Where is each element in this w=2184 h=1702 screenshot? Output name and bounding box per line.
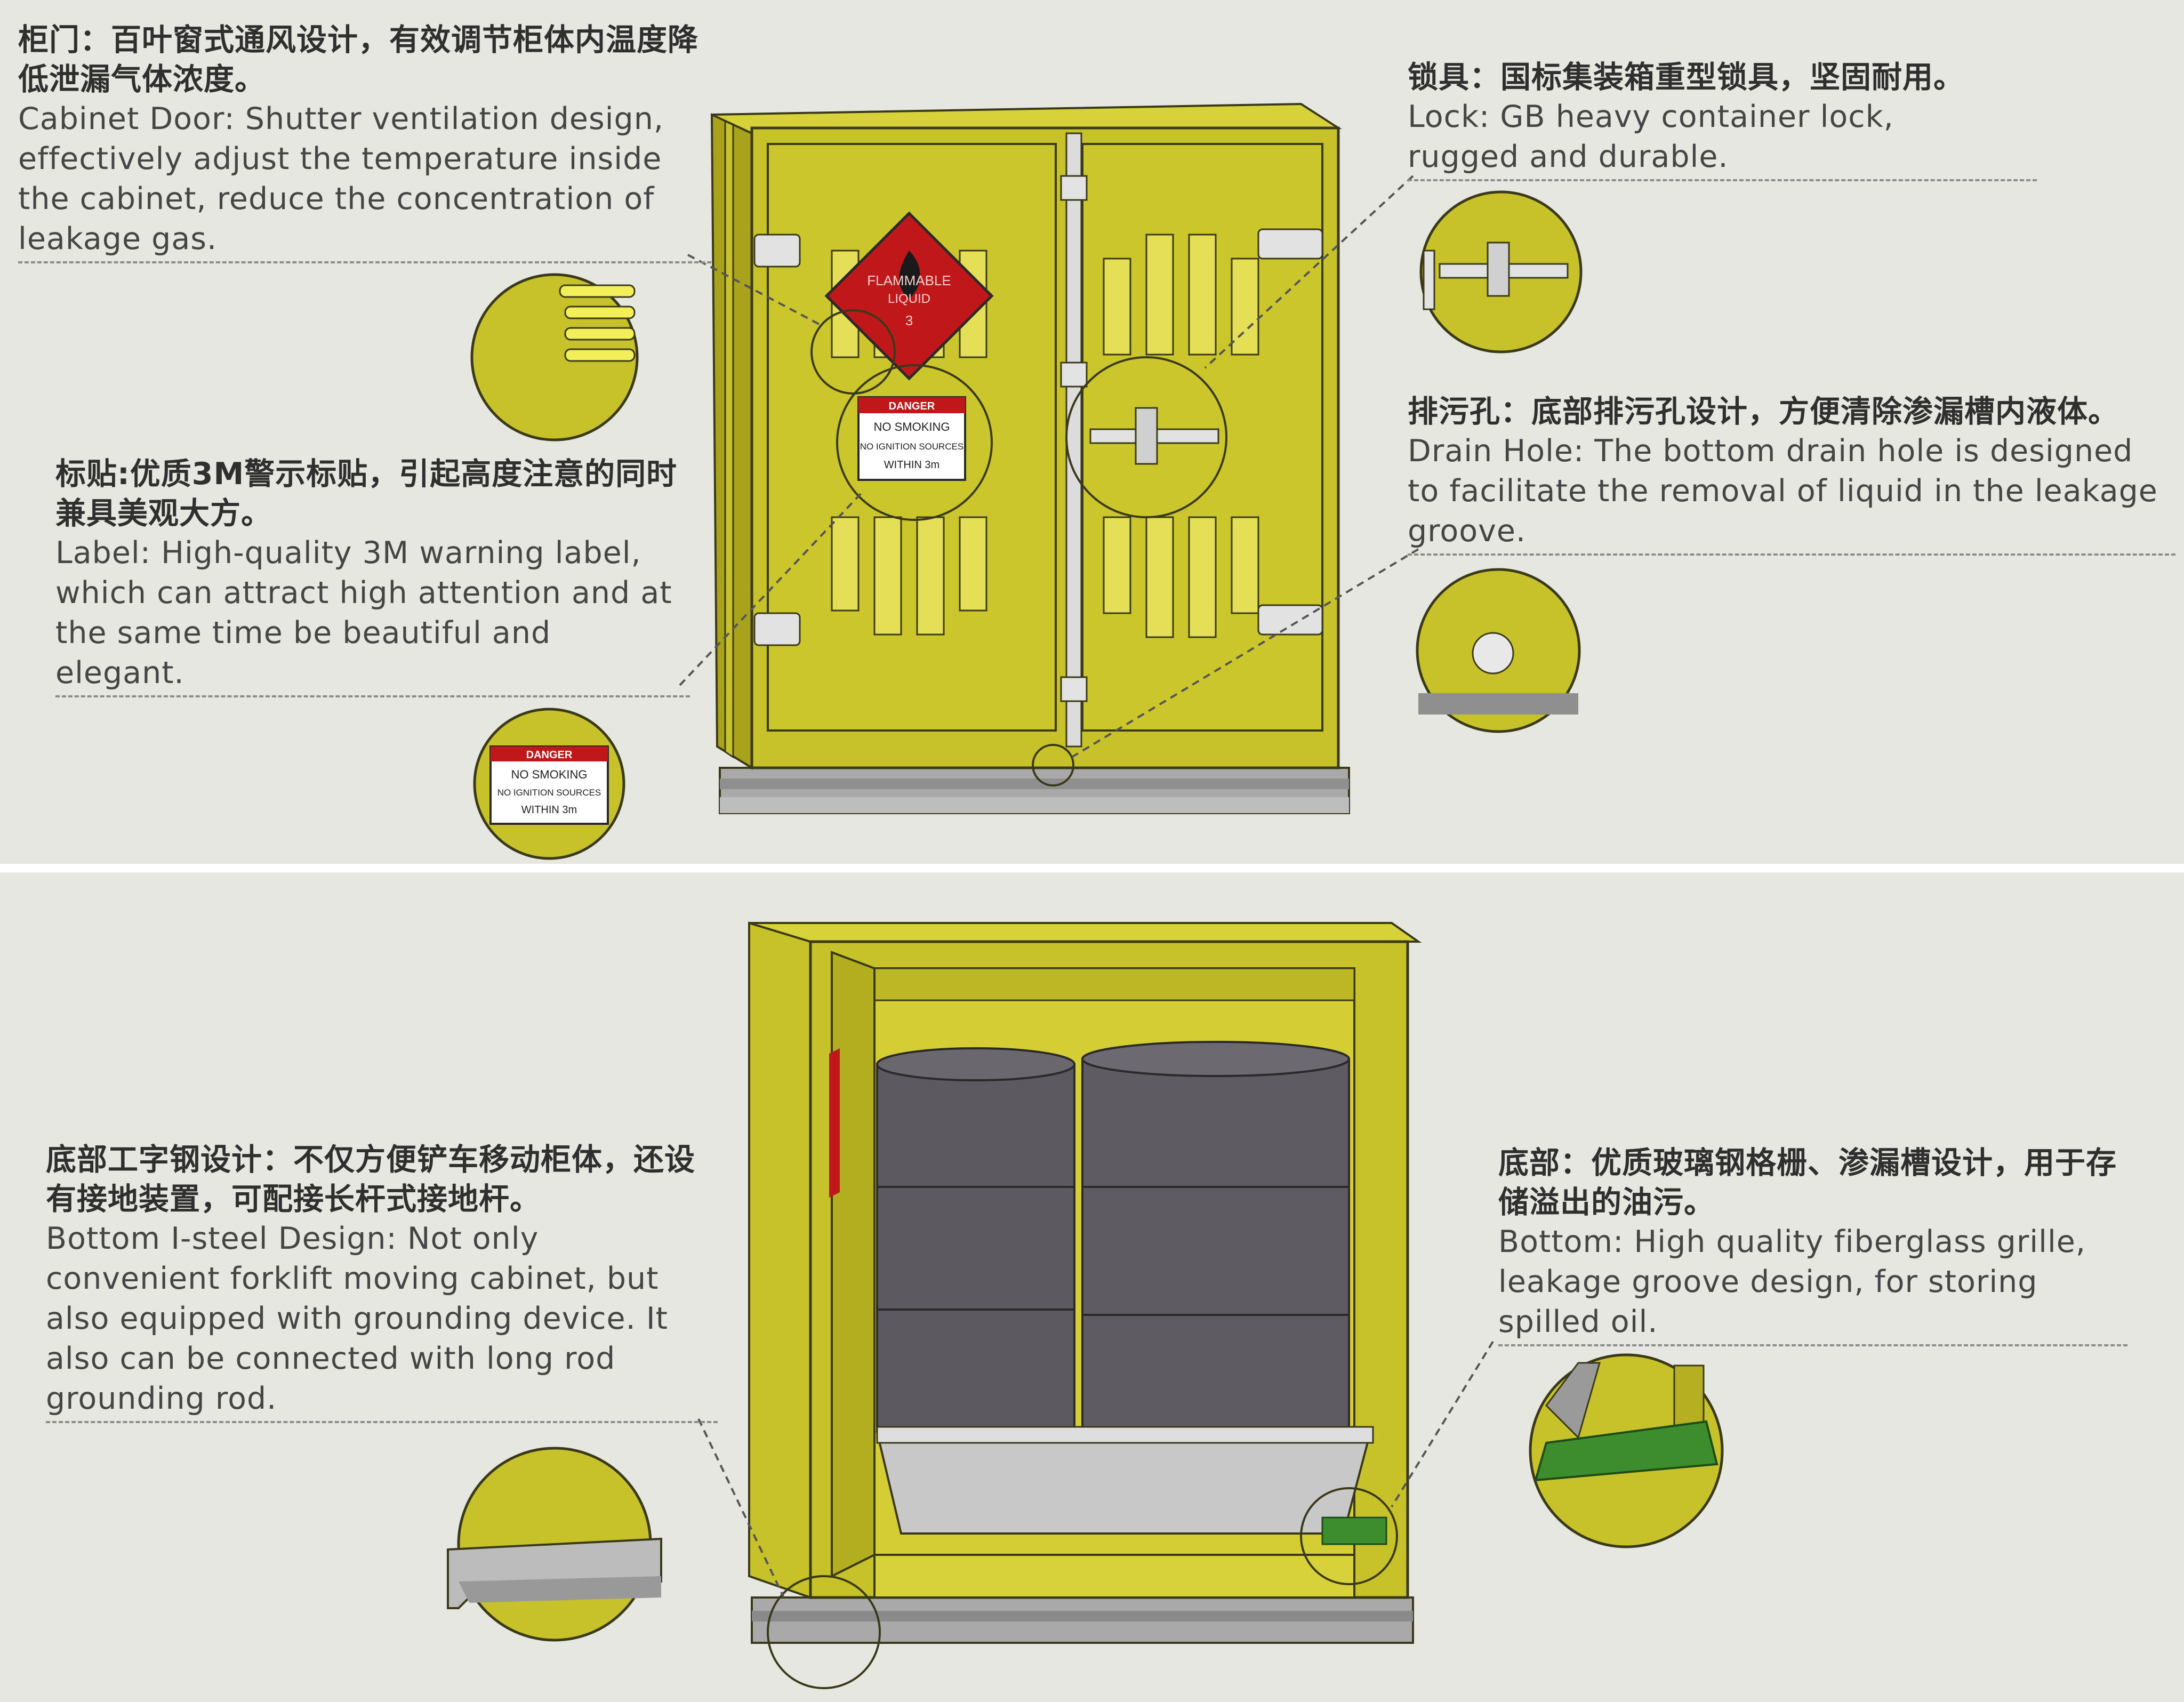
lock-callout: 锁具：国标集装箱重型锁具，坚固耐用。 Lock: GB heavy contai… bbox=[1408, 58, 2037, 181]
drain-callout-ring bbox=[1032, 744, 1074, 786]
louver-callout-ring bbox=[810, 309, 896, 395]
detail-warning-text-3: NO IGNITION SOURCES bbox=[497, 788, 601, 798]
grille-callout-zh: 底部：优质玻璃钢格栅、渗漏槽设计，用于存储溢出的油污。 bbox=[1498, 1145, 2117, 1220]
center-lock-rod bbox=[1065, 132, 1082, 748]
door-callout-rule bbox=[18, 261, 711, 263]
grille-callout-en: Bottom: High quality fiberglass grille, … bbox=[1498, 1224, 2086, 1339]
door-callout-en: Cabinet Door: Shutter ventilation design… bbox=[18, 101, 664, 256]
isteel-callout-rule bbox=[46, 1421, 718, 1423]
isteel-detail-circle bbox=[447, 1447, 662, 1642]
label-callout-en: Label: High-quality 3M warning label, wh… bbox=[55, 535, 672, 691]
cabinet-interior-illustration bbox=[447, 921, 1724, 1689]
cabinet-exterior-illustration: FLAMMABLE LIQUID 3 DANGER NO SMOKING NO … bbox=[470, 102, 1583, 860]
grille-callout: 底部：优质玻璃钢格栅、渗漏槽设计，用于存储溢出的油污。 Bottom: High… bbox=[1498, 1143, 2127, 1346]
door-callout-zh: 柜门：百叶窗式通风设计，有效调节柜体内温度降低泄漏气体浓度。 bbox=[18, 22, 698, 97]
door-hinges bbox=[753, 228, 1323, 646]
drain-callout-rule bbox=[1408, 553, 2175, 556]
i-steel-base bbox=[751, 1596, 1414, 1644]
lock-callout-zh: 锁具：国标集装箱重型锁具，坚固耐用。 bbox=[1408, 60, 1964, 95]
drain-callout-zh: 排污孔：底部排污孔设计，方便清除渗漏槽内液体。 bbox=[1408, 394, 2119, 429]
flammable-diamond-icon: FLAMMABLE LIQUID 3 bbox=[824, 211, 994, 381]
cabinet-shell-side bbox=[748, 921, 812, 1599]
lock-callout-ring bbox=[1065, 356, 1227, 518]
cabinet-base bbox=[719, 767, 1350, 814]
top-panel: FLAMMABLE LIQUID 3 DANGER NO SMOKING NO … bbox=[0, 0, 2184, 864]
drum-right bbox=[1081, 1041, 1350, 1433]
warning-text-4: WITHIN 3m bbox=[884, 459, 940, 471]
detail-warning-text-4: WITHIN 3m bbox=[521, 804, 577, 816]
detail-warning-text-2: NO SMOKING bbox=[511, 768, 587, 781]
leader-lines-top bbox=[679, 175, 1419, 758]
leader-lines-bottom bbox=[697, 1340, 1494, 1598]
drain-callout: 排污孔：底部排污孔设计，方便清除渗漏槽内液体。 Drain Hole: The … bbox=[1408, 392, 2175, 556]
isteel-callout: 底部工字钢设计：不仅方便铲车移动柜体，还设有接地装置，可配接长杆式接地杆。 Bo… bbox=[46, 1140, 718, 1423]
fiberglass-grille bbox=[1321, 1516, 1387, 1545]
grille-callout-rule bbox=[1498, 1344, 2127, 1346]
flammable-text-2: LIQUID bbox=[888, 292, 930, 306]
label-callout: 标贴:优质3M警示标贴，引起高度注意的同时兼具美观大方。 Label: High… bbox=[55, 454, 690, 697]
warning-text-3: NO IGNITION SOURCES bbox=[860, 441, 964, 452]
leakage-groove-tray bbox=[876, 1431, 1372, 1535]
isteel-callout-en: Bottom I-steel Design: Not only convenie… bbox=[46, 1221, 669, 1416]
grille-callout-ring bbox=[1300, 1487, 1398, 1585]
door-callout: 柜门：百叶窗式通风设计，有效调节柜体内温度降低泄漏气体浓度。 Cabinet D… bbox=[18, 20, 711, 263]
right-door-louvers bbox=[1103, 234, 1259, 638]
warning-text-1: DANGER bbox=[889, 400, 935, 412]
isteel-callout-zh: 底部工字钢设计：不仅方便铲车移动柜体，还设有接地装置，可配接长杆式接地杆。 bbox=[46, 1142, 695, 1217]
door-lock-handle bbox=[1089, 407, 1219, 465]
louver-detail-circle bbox=[470, 273, 639, 441]
lock-detail-circle bbox=[1419, 190, 1583, 354]
grille-detail-circle bbox=[1529, 1353, 1724, 1548]
no-smoking-label-icon: DANGER NO SMOKING NO IGNITION SOURCES WI… bbox=[857, 396, 966, 481]
label-callout-rule bbox=[55, 695, 690, 697]
warning-text-2: NO SMOKING bbox=[873, 420, 950, 433]
detail-warning-text-1: DANGER bbox=[526, 749, 573, 761]
label-detail-circle: DANGER NO SMOKING NO IGNITION SOURCES WI… bbox=[473, 708, 625, 860]
isteel-callout-ring bbox=[767, 1575, 881, 1689]
cabinet-shell-top bbox=[749, 922, 1422, 943]
lock-callout-rule bbox=[1408, 179, 2037, 181]
open-door-edge bbox=[831, 951, 876, 1578]
bottom-panel: 底部工字钢设计：不仅方便铲车移动柜体，还设有接地装置，可配接长杆式接地杆。 Bo… bbox=[0, 872, 2184, 1702]
flammable-text-1: FLAMMABLE bbox=[867, 272, 951, 288]
drain-detail-circle bbox=[1416, 568, 1581, 733]
lock-callout-en: Lock: GB heavy container lock, rugged an… bbox=[1408, 99, 1894, 174]
drum-left bbox=[876, 1047, 1075, 1433]
label-callout-ring bbox=[836, 364, 993, 521]
flammable-text-3: 3 bbox=[905, 312, 913, 328]
cabinet-side bbox=[710, 113, 753, 770]
drain-callout-en: Drain Hole: The bottom drain hole is des… bbox=[1408, 433, 2158, 549]
label-callout-zh: 标贴:优质3M警示标贴，引起高度注意的同时兼具美观大方。 bbox=[55, 456, 678, 531]
